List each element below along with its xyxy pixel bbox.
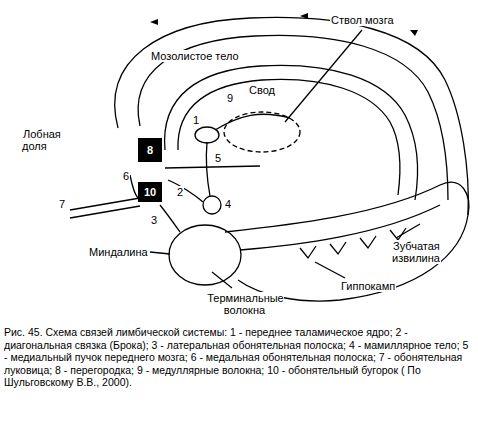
- label-holder: 5: [214, 152, 224, 164]
- label-holder: 4: [224, 198, 234, 210]
- label-holder: Терминальные волокна: [200, 292, 290, 316]
- label-holder: 8: [138, 144, 162, 156]
- callosum-outer: [115, 17, 468, 215]
- leader-line: [212, 272, 232, 288]
- label-holder: 10: [138, 186, 162, 198]
- callout-number: 7: [58, 198, 66, 210]
- hippocampus: [225, 182, 469, 301]
- forebrain-bundle: [165, 166, 260, 168]
- label-holder: 6: [122, 170, 132, 182]
- callout-number: 10: [144, 186, 156, 198]
- callout-number: 9: [226, 92, 234, 104]
- direction-arrow: [150, 13, 418, 36]
- callout-number: 4: [224, 198, 232, 210]
- structure-label: Свод: [248, 84, 276, 96]
- structure-label: Мозолистое тело: [150, 50, 240, 62]
- callout-number: 6: [122, 170, 130, 182]
- callout-number: 3: [150, 214, 158, 226]
- label-holder: Лобная доля: [22, 128, 74, 152]
- fornix: [165, 65, 418, 200]
- label-holder: 3: [150, 214, 160, 226]
- leader-line: [150, 252, 170, 254]
- structure-label: Ствол мозга: [330, 14, 395, 26]
- leader-line: [315, 262, 345, 278]
- label-holder: Зубчатая извилина: [392, 240, 472, 264]
- callosum-inner: [138, 35, 448, 200]
- callout-number: 5: [214, 152, 222, 164]
- figure-caption: Рис. 45. Схема связей лимбической систем…: [4, 326, 472, 389]
- mamillary-body: [203, 196, 221, 214]
- label-holder: Ствол мозга: [330, 14, 420, 26]
- callout-number: 8: [147, 144, 153, 156]
- tubercle-box: [138, 182, 162, 202]
- callout-number: 1: [192, 114, 200, 126]
- callout-number: 2: [176, 186, 184, 198]
- label-holder: Свод: [248, 84, 288, 96]
- label-holder: 1: [192, 114, 202, 126]
- leader-line: [396, 224, 420, 238]
- amygdala: [169, 225, 241, 285]
- label-holder: Гиппокамп: [340, 280, 420, 292]
- mamillothalamic-tract: [206, 142, 210, 196]
- leader-line: [285, 30, 362, 122]
- structure-label: Миндалина: [88, 246, 149, 258]
- septum-box: [138, 138, 162, 162]
- structure-label: Зубчатая извилина: [392, 240, 441, 264]
- fornix-inner: [178, 79, 400, 195]
- olfactory-bulb: [70, 198, 140, 218]
- label-holder: 2: [176, 186, 186, 198]
- structure-label: Терминальные волокна: [206, 292, 283, 316]
- hippocampal-fibers: [300, 228, 406, 258]
- label-holder: Мозолистое тело: [150, 50, 260, 62]
- label-holder: Миндалина: [88, 246, 158, 258]
- structure-label: Лобная доля: [22, 128, 61, 152]
- diagonal-band: [168, 180, 203, 202]
- medullary-fibers: [215, 114, 290, 130]
- label-holder: 9: [226, 92, 236, 104]
- lateral-stria: [160, 205, 180, 232]
- label-holder: 7: [58, 198, 68, 210]
- structure-label: Гиппокамп: [340, 280, 396, 292]
- medial-stria: [130, 175, 138, 198]
